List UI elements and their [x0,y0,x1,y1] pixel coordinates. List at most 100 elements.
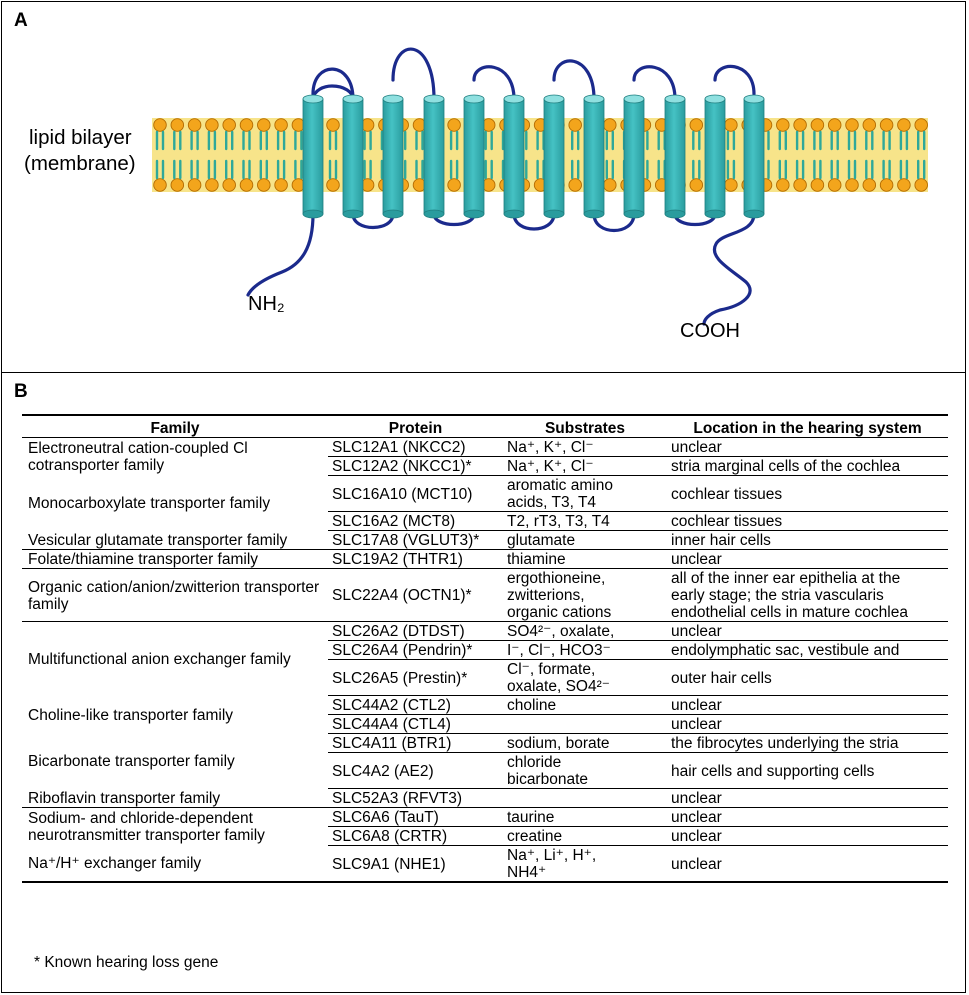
protein-cell: SLC9A1 (NHE1) [328,845,503,883]
table-row: Sodium- and chloride-dependent neurotran… [22,807,948,844]
protein-cell: SLC26A4 (Pendrin)* [328,640,503,660]
protein-cell: SLC17A8 (VGLUT3)* [328,530,503,550]
cell-line: chloride [507,754,562,771]
c-terminus-label: COOH [680,320,740,342]
location-cell: the fibrocytes underlying the stria [667,733,948,753]
substrates-cell: Na⁺, K⁺, Cl⁻ [503,437,667,457]
transporter-membrane-diagram: lipid bilayer (membrane) NH₂ COOH [24,47,928,342]
protein-cell: SLC4A2 (AE2) [328,752,503,789]
cell-line: unclear [671,697,722,714]
table-row: Bicarbonate transporter family SLC4A11 (B… [22,733,948,770]
helix-3 [382,94,404,219]
cell-line: unclear [671,855,722,873]
location-cell: unclear [667,788,948,808]
helix-11 [704,94,726,219]
location-cell: unclear [667,807,948,827]
helix-1 [302,94,324,219]
location-cell: unclear [667,549,948,569]
cell-line: unclear [671,809,722,826]
substrates-cell: taurine [503,807,667,827]
protein-cell: SLC6A8 (CRTR) [328,826,503,846]
helix-10 [664,94,686,219]
helix-7 [543,94,565,219]
family-cell: Multifunctional anion exchanger family [28,650,291,668]
cell-line: unclear [671,551,722,568]
header-substrates: Substrates [503,414,667,438]
panel-b-letter: B [14,381,28,402]
cell-line: organic cations [507,604,612,621]
header-location: Location in the hearing system [667,414,948,438]
location-cell: unclear [667,437,948,457]
protein-cell: SLC22A4 (OCTN1)* [328,568,503,622]
location-cell: hair cells and supporting cells [667,752,948,789]
table-body: Electroneutral cation-coupled Cl cotrans… [22,437,948,883]
cell-line: outer hair cells [671,669,772,687]
helix-2 [342,94,364,219]
transmembrane-helices [302,94,765,219]
panel-a: A lipid bilayer (membrane) NH₂ COOH [1,1,966,373]
helix-12 [743,94,765,219]
cell-line: thiamine [507,551,566,568]
cell-line: NH4⁺ [507,864,547,881]
cell-line: Na⁺, K⁺, Cl⁻ [507,458,594,475]
protein-cell: SLC16A2 (MCT8) [328,511,503,531]
family-cell: Vesicular glutamate transporter family [22,530,328,550]
footnote: * Known hearing loss gene [34,954,219,971]
family-cell: Riboflavin transporter family [22,788,328,808]
protein-cell: SLC26A5 (Prestin)* [328,659,503,696]
location-cell: cochlear tissues [667,475,948,512]
cell-line: creatine [507,828,563,845]
location-cell: inner hair cells [667,530,948,550]
cell-line: Cl⁻, formate, [507,661,596,678]
protein-cell: SLC12A2 (NKCC1)* [328,456,503,476]
cell-line: endothelial cells in mature cochlea [671,604,908,621]
cell-line: unclear [671,716,722,733]
slc-transporter-table: Family Protein Substrates Location in th… [22,414,948,883]
cell-line: oxalate, SO4²⁻ [507,678,610,695]
cell-line: stria marginal cells of the cochlea [671,458,901,475]
cell-line: aromatic amino [507,477,613,494]
cell-line: Na⁺, Li⁺, H⁺, [507,847,597,864]
cell-line: cochlear tissues [671,513,783,530]
family-cell: Sodium- and chloride-dependent neurotran… [28,810,265,845]
protein-cell: SLC6A6 (TauT) [328,807,503,827]
cell-line: unclear [671,439,722,456]
table-row: SLC26A4 (Pendrin)*I⁻, Cl⁻, HCO3⁻endolymp… [22,640,948,660]
helix-4 [423,94,445,219]
substrates-cell [503,714,667,734]
location-cell: unclear [667,826,948,846]
family-cell: Bicarbonate transporter family [28,753,235,770]
helix-5 [463,94,485,219]
substrates-cell: sodium, borate [503,733,667,753]
protein-cell: SLC16A10 (MCT10) [328,475,503,512]
header-protein: Protein [328,414,503,438]
location-cell: cochlear tissues [667,511,948,531]
protein-cell: SLC52A3 (RFVT3) [328,788,503,808]
cell-line: zwitterions, [507,587,585,604]
cell-line: choline [507,697,557,714]
protein-cell: SLC4A11 (BTR1) [328,733,503,753]
location-cell: unclear [667,845,948,883]
cell-line: I⁻, Cl⁻, HCO3⁻ [507,642,611,659]
cell-line: unclear [671,828,722,845]
n-terminus-label: NH₂ [248,293,285,315]
location-cell: outer hair cells [667,659,948,696]
substrates-cell: Na⁺, K⁺, Cl⁻ [503,456,667,476]
helix-8 [583,94,605,219]
cell-line: unclear [671,623,722,640]
table-row: SLC44A4 (CTL4)unclear [22,714,948,734]
location-cell: unclear [667,621,948,641]
cell-line: inner hair cells [671,532,771,549]
cell-line: unclear [671,790,722,807]
cell-line: acids, T3, T4 [507,494,597,511]
table-row: SLC26A5 (Prestin)*Cl⁻, formate,oxalate, … [22,659,948,696]
cell-line: Na⁺, K⁺, Cl⁻ [507,439,594,456]
family-cell: Choline-like transporter family [28,706,234,724]
